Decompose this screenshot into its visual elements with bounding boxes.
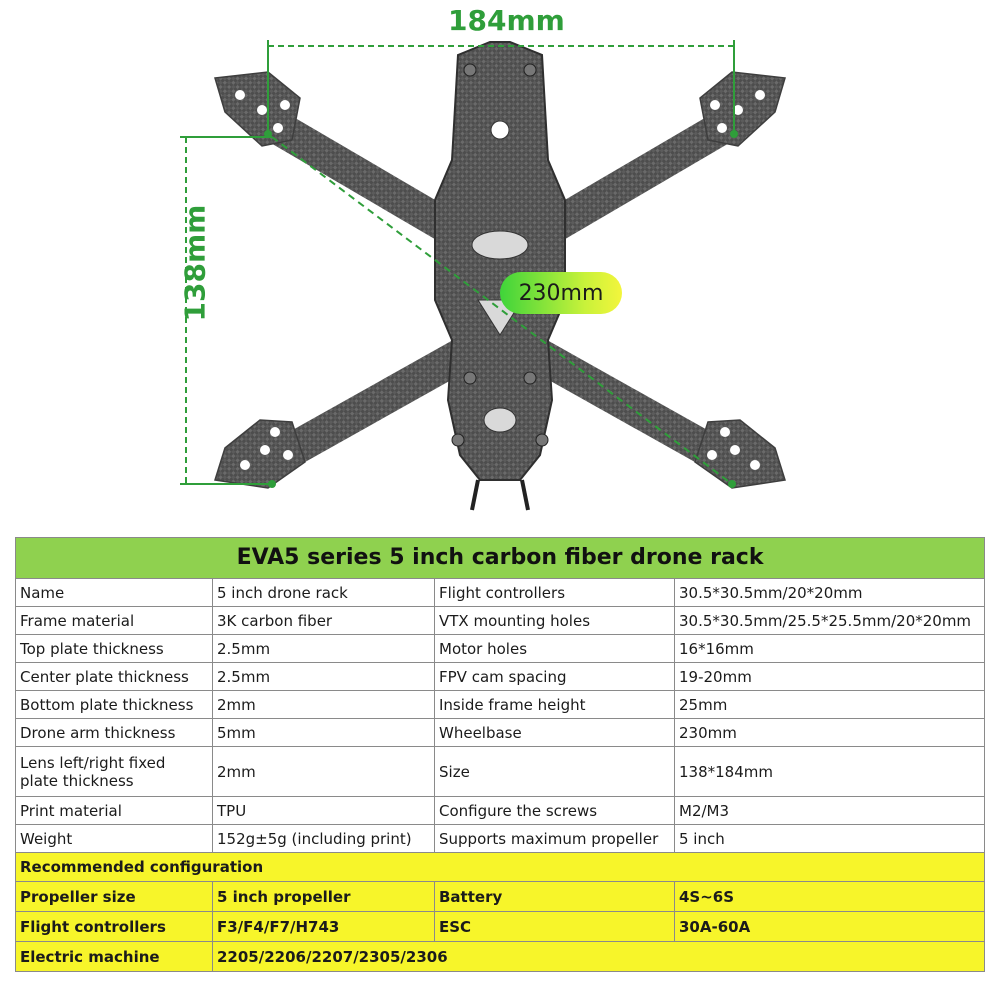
rec-label: Electric machine bbox=[15, 941, 213, 972]
spec-label: Frame material bbox=[15, 606, 213, 635]
table-row: Center plate thickness 2.5mm FPV cam spa… bbox=[15, 662, 986, 691]
table-title: EVA5 series 5 inch carbon fiber drone ra… bbox=[14, 537, 986, 579]
spec-label: FPV cam spacing bbox=[434, 662, 675, 691]
spec-value: M2/M3 bbox=[673, 796, 986, 825]
spec-label: Lens left/right fixed plate thickness bbox=[15, 746, 213, 797]
spec-label: Motor holes bbox=[434, 634, 675, 663]
rec-value: 30A-60A bbox=[673, 911, 986, 942]
rec-value: F3/F4/F7/H743 bbox=[212, 911, 435, 942]
spec-value: 30.5*30.5mm/25.5*25.5mm/20*20mm bbox=[673, 606, 986, 635]
dimension-diagonal-line bbox=[271, 136, 733, 485]
spec-label: Top plate thickness bbox=[15, 634, 213, 663]
table-row: Name 5 inch drone rack Flight controller… bbox=[15, 578, 986, 607]
spec-value: 138*184mm bbox=[673, 746, 986, 797]
table-row: Drone arm thickness 5mm Wheelbase 230mm bbox=[15, 718, 986, 747]
spec-value: 30.5*30.5mm/20*20mm bbox=[673, 578, 986, 607]
rec-label: Flight controllers bbox=[15, 911, 213, 942]
table-row: Propeller size 5 inch propeller Battery … bbox=[15, 881, 986, 912]
spec-label: Flight controllers bbox=[434, 578, 675, 607]
spec-label: VTX mounting holes bbox=[434, 606, 675, 635]
dimension-width-label: 184mm bbox=[448, 4, 565, 37]
dimension-diagonal-badge: 230mm bbox=[500, 272, 622, 314]
spec-label: Inside frame height bbox=[434, 690, 675, 719]
spec-value: 2.5mm bbox=[212, 662, 435, 691]
rec-value: 5 inch propeller bbox=[212, 881, 435, 912]
table-row: Electric machine 2205/2206/2207/2305/230… bbox=[15, 941, 986, 972]
spec-value: 2mm bbox=[212, 690, 435, 719]
spec-value: 152g±5g (including print) bbox=[212, 824, 435, 853]
table-row: Flight controllers F3/F4/F7/H743 ESC 30A… bbox=[15, 911, 986, 942]
table-row: Weight 152g±5g (including print) Support… bbox=[15, 824, 986, 853]
table-row: Lens left/right fixed plate thickness 2m… bbox=[15, 746, 986, 797]
dimension-points bbox=[264, 130, 738, 488]
spec-value: 19-20mm bbox=[673, 662, 986, 691]
table-row: Print material TPU Configure the screws … bbox=[15, 796, 986, 825]
spec-label: Wheelbase bbox=[434, 718, 675, 747]
rec-label: Battery bbox=[434, 881, 675, 912]
spec-value: 25mm bbox=[673, 690, 986, 719]
spec-table: EVA5 series 5 inch carbon fiber drone ra… bbox=[14, 537, 986, 972]
rec-label: Propeller size bbox=[15, 881, 213, 912]
arm-top-right bbox=[513, 71, 786, 257]
spec-value: 5 inch bbox=[673, 824, 986, 853]
table-title-row: EVA5 series 5 inch carbon fiber drone ra… bbox=[14, 537, 986, 579]
spec-value: 2.5mm bbox=[212, 634, 435, 663]
rec-label: ESC bbox=[434, 911, 675, 942]
spec-label: Name bbox=[15, 578, 213, 607]
spec-label: Print material bbox=[15, 796, 213, 825]
recommended-title-row: Recommended configuration bbox=[14, 852, 986, 882]
dimension-height-line bbox=[180, 136, 272, 485]
dimension-height-label: 138mm bbox=[178, 204, 212, 322]
recommended-title: Recommended configuration bbox=[14, 852, 986, 882]
frame-illustration bbox=[180, 40, 786, 511]
center-plate bbox=[434, 41, 566, 511]
spec-value: 5mm bbox=[212, 718, 435, 747]
spec-value: 5 inch drone rack bbox=[212, 578, 435, 607]
spec-label: Weight bbox=[15, 824, 213, 853]
arm-top-left bbox=[214, 71, 487, 257]
spec-label: Bottom plate thickness bbox=[15, 690, 213, 719]
table-row: Bottom plate thickness 2mm Inside frame … bbox=[15, 690, 986, 719]
table-row: Frame material 3K carbon fiber VTX mount… bbox=[15, 606, 986, 635]
spec-label: Supports maximum propeller bbox=[434, 824, 675, 853]
spec-value: 230mm bbox=[673, 718, 986, 747]
spec-label: Configure the screws bbox=[434, 796, 675, 825]
spec-value: 3K carbon fiber bbox=[212, 606, 435, 635]
rec-value: 4S~6S bbox=[673, 881, 986, 912]
rec-value: 2205/2206/2207/2305/2306 bbox=[211, 941, 986, 972]
frame-diagram: 184mm 138mm 230mm bbox=[178, 4, 786, 511]
spec-value: TPU bbox=[212, 796, 435, 825]
spec-value: 2mm bbox=[212, 746, 435, 797]
table-row: Top plate thickness 2.5mm Motor holes 16… bbox=[15, 634, 986, 663]
spec-label: Drone arm thickness bbox=[15, 718, 213, 747]
spec-label: Center plate thickness bbox=[15, 662, 213, 691]
dimension-width-line bbox=[267, 40, 735, 134]
arm-bottom-right bbox=[513, 333, 786, 489]
arm-bottom-left bbox=[214, 333, 487, 489]
spec-value: 16*16mm bbox=[673, 634, 986, 663]
spec-label: Size bbox=[434, 746, 675, 797]
